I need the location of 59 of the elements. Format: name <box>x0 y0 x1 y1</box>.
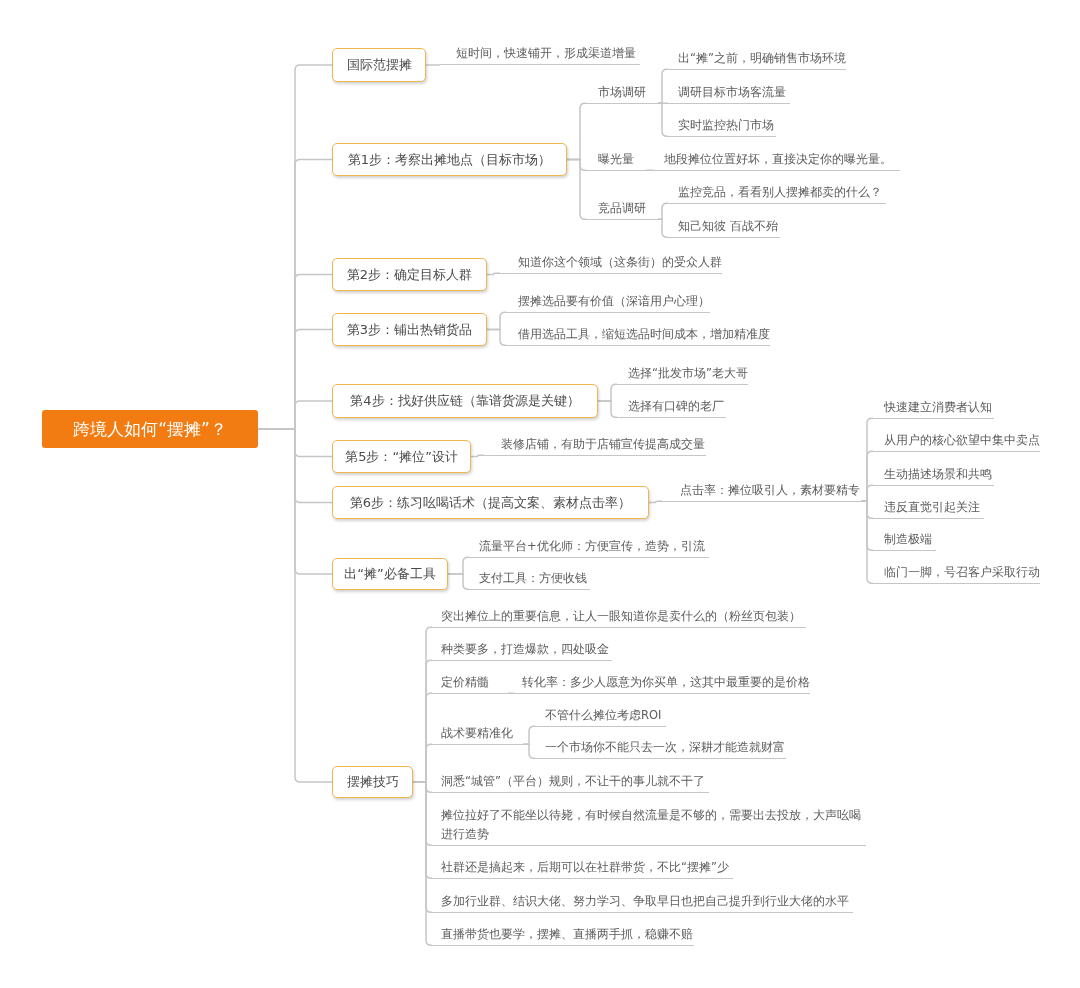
connector-line <box>657 218 669 238</box>
subtopic: 洞悉“城管”（平台）规则，不让干的事儿就不干了 <box>432 771 709 793</box>
subtopic: 快速建立消费者认知 <box>873 397 994 419</box>
subtopic: 不管什么摊位考虑ROI <box>535 705 666 727</box>
main-topic-box: 出“摊”必备工具 <box>332 558 448 590</box>
subtopic: 转化率：多少人愿意为你买单，这其中最重要的是价格 <box>514 672 810 694</box>
connector-line <box>522 743 536 759</box>
subtopic: 社群还是搞起来，后期可以在社群带货，不比“摆摊”少 <box>432 857 733 879</box>
subtopic: 一个市场你不能只去一次，深耕才能造就财富 <box>535 737 786 759</box>
subtopic: 多加行业群、结识大佬、努力学习、争取早日也把自己提升到行业大佬的水平 <box>432 891 853 913</box>
main-topic-box: 第5步：“摊位”设计 <box>332 440 471 473</box>
subtopic: 战术要精准化 <box>432 723 523 745</box>
subtopic: 违反直觉引起关注 <box>873 497 984 519</box>
subtopic: 短时间，快速铺开，形成渠道增量 <box>440 43 640 65</box>
subtopic: 出“摊”之前，明确销售市场环境 <box>668 48 846 70</box>
main-topic-box: 第2步：确定目标人群 <box>332 258 487 291</box>
subtopic: 装修店铺，有助于店铺宣传提高成交量 <box>484 434 706 456</box>
main-topic-box: 第1步：考察出摊地点（目标市场） <box>332 143 567 176</box>
subtopic: 地段摊位位置好坏，直接决定你的曝光量。 <box>654 149 900 171</box>
subtopic: 市场调研 <box>586 82 658 104</box>
subtopic: 借用选品工具，缩短选品时间成本，增加精准度 <box>506 324 770 346</box>
connector-line <box>566 158 587 220</box>
subtopic: 从用户的核心欲望中集中卖点 <box>873 430 1040 452</box>
subtopic: 临门一脚，号召客户采取行动 <box>873 562 1040 584</box>
subtopic: 选择有口碑的老厂 <box>617 396 726 418</box>
subtopic: 点击率：摊位吸引人，素材要精专 <box>662 480 861 502</box>
subtopic: 摆摊选品要有价值（深谙用户心理） <box>506 291 710 313</box>
central-topic-box: 跨境人如何“摆摊”？ <box>42 410 258 448</box>
subtopic: 定价精髓 <box>432 672 508 694</box>
subtopic: 知道你这个领域（这条街）的受众人群 <box>500 252 722 274</box>
connector-line <box>412 781 433 946</box>
main-topic-box: 第3步：铺出热销货品 <box>332 313 487 346</box>
subtopic: 流量平台+优化师：方便宣传，造势，引流 <box>469 536 709 558</box>
connector-line <box>597 400 618 418</box>
connector-line <box>447 573 470 590</box>
subtopic: 竞品调研 <box>586 198 658 220</box>
connector-line <box>507 692 515 694</box>
subtopic: 支付工具：方便收钱 <box>469 568 590 590</box>
subtopic: 调研目标市场客流量 <box>668 82 790 104</box>
subtopic: 摊位拉好了不能坐以待毙，有时候自然流量是不够的，需要出去投放，大声吆喝进行造势 <box>432 804 866 846</box>
subtopic: 选择“批发市场”老大哥 <box>617 363 748 385</box>
main-topic-box: 第4步：找好供应链（靠谱货源是关键） <box>332 384 598 418</box>
main-topic-box: 第6步：练习吆喝话术（提高文案、素材点击率） <box>332 486 649 519</box>
connector-line <box>860 500 874 584</box>
main-topic-box: 摆摊技巧 <box>332 766 413 798</box>
subtopic: 实时监控热门市场 <box>668 115 776 137</box>
subtopic: 直播带货也要学，摆摊、直播两手抓，稳赚不赔 <box>432 924 694 946</box>
subtopic: 监控竞品，看看别人摆摊都卖的什么？ <box>668 182 886 204</box>
subtopic: 制造极端 <box>873 529 936 551</box>
subtopic: 种类要多，打造爆款，四处吸金 <box>432 639 612 661</box>
subtopic: 曝光量 <box>586 149 646 171</box>
subtopic: 生动描述场景和共鸣 <box>873 464 994 486</box>
main-topic-box: 国际范摆摊 <box>332 48 426 82</box>
connector-line <box>425 64 441 66</box>
connector-line <box>486 328 507 346</box>
subtopic: 突出摊位上的重要信息，让人一眼知道你是卖什么的（粉丝页包装） <box>432 606 806 628</box>
connector-line <box>657 102 669 137</box>
connector-line <box>645 169 655 171</box>
subtopic: 知己知彼 百战不殆 <box>668 216 780 238</box>
